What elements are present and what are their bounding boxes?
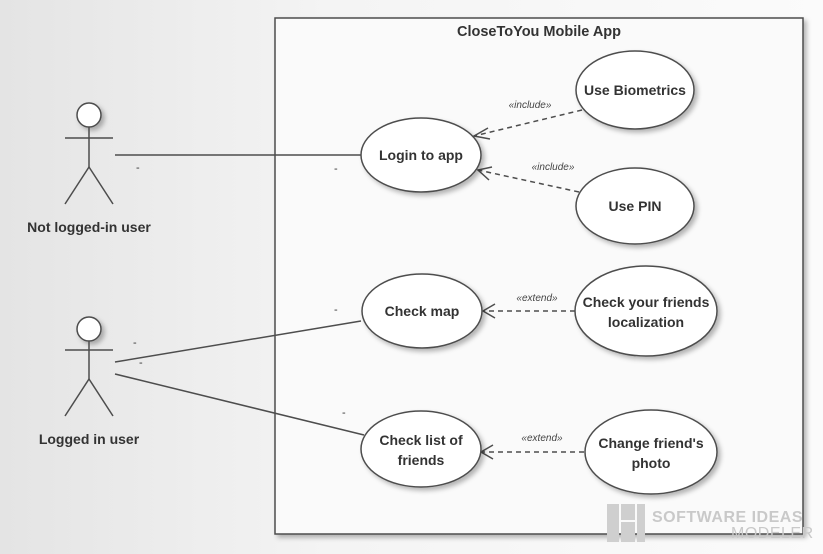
- use-case-label: Use PIN: [609, 198, 662, 214]
- actor-label-not-logged-in: Not logged-in user: [27, 219, 151, 235]
- system-title: CloseToYou Mobile App: [457, 24, 621, 40]
- software-ideas-logo-icon: [607, 504, 645, 542]
- system-boundary[interactable]: CloseToYou Mobile App: [274, 17, 804, 535]
- actor-label-logged-in: Logged in user: [39, 431, 140, 447]
- associations: [114, 154, 365, 436]
- use-case-change-friends-photo[interactable]: Change friend's photo: [584, 409, 718, 495]
- multiplicity-label: -: [334, 163, 338, 175]
- association-check-map[interactable]: [114, 320, 362, 363]
- use-case-use-pin[interactable]: Use PIN: [575, 167, 695, 245]
- use-case-label: Check map: [385, 303, 460, 319]
- use-case-label-line1: Check list of: [379, 432, 463, 448]
- include-pin-arrow[interactable]: [476, 166, 580, 193]
- use-case-label-line1: Check your friends: [583, 294, 710, 310]
- software-ideas-watermark: SOFTWARE IDEAS MODELER: [607, 504, 814, 542]
- multiplicity-label: -: [136, 162, 140, 174]
- multiplicity-label: -: [342, 407, 346, 419]
- watermark-line2: MODELER: [731, 525, 814, 542]
- use-case-label-line2: friends: [398, 452, 445, 468]
- include-biometrics-arrow[interactable]: [471, 109, 583, 140]
- actor-not-logged-in-user[interactable]: [64, 102, 114, 205]
- extend-label-photo: «extend»: [521, 433, 563, 444]
- association-check-list[interactable]: [114, 373, 365, 436]
- extend-label-localization: «extend»: [516, 293, 558, 304]
- multiplicity-label: -: [139, 357, 143, 369]
- use-case-check-list-of-friends[interactable]: Check list of friends: [360, 410, 482, 488]
- multiplicity-label: -: [334, 304, 338, 316]
- use-case-label-line1: Change friend's: [598, 435, 703, 451]
- multiplicity-label: -: [133, 337, 137, 349]
- include-label-pin: «include»: [532, 162, 575, 173]
- use-case-label: Login to app: [379, 147, 463, 163]
- use-case-check-map[interactable]: Check map: [361, 273, 483, 349]
- use-case-login-to-app[interactable]: Login to app: [360, 117, 482, 193]
- watermark-line1: SOFTWARE IDEAS: [652, 509, 803, 526]
- use-case-label-line2: photo: [632, 455, 671, 471]
- include-label-biometrics: «include»: [509, 100, 552, 111]
- extend-localization-arrow[interactable]: [481, 303, 575, 319]
- dependencies: [471, 109, 584, 460]
- use-case-label-line2: localization: [608, 314, 684, 330]
- use-case-use-biometrics[interactable]: Use Biometrics: [575, 50, 695, 130]
- use-case-label: Use Biometrics: [584, 82, 686, 98]
- actor-logged-in-user[interactable]: [64, 316, 114, 417]
- use-case-check-friends-localization[interactable]: Check your friends localization: [574, 265, 718, 357]
